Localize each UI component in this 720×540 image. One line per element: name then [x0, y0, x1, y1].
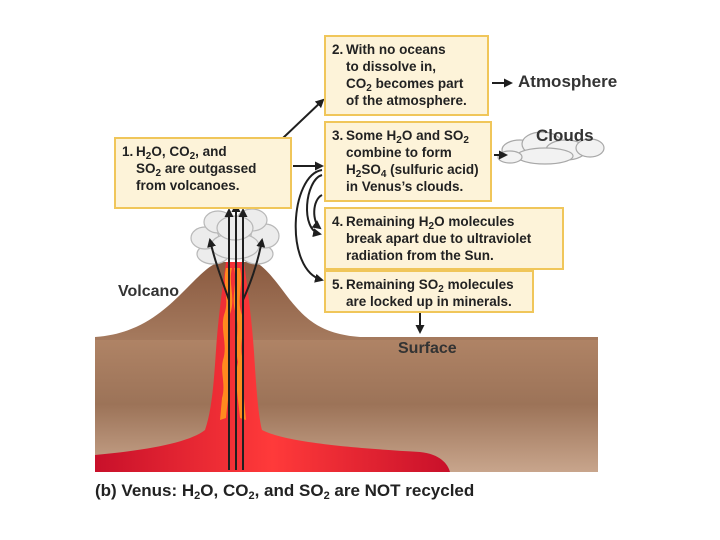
step-2-line-1: 2.With no oceans: [332, 42, 446, 57]
atmosphere-label: Atmosphere: [518, 72, 618, 91]
figure-caption: (b) Venus: H2O, CO2, and SO2 are NOT rec…: [95, 481, 475, 502]
step-1-box: 1.H2O, CO2, and SO2 are outgassed from v…: [114, 137, 292, 209]
step-3-box: 3.Some H2O and SO2 combine to form H2SO4…: [324, 121, 492, 202]
step-4-line-1: 4.Remaining H2O molecules: [332, 214, 515, 232]
volcano-label: Volcano: [118, 283, 180, 300]
step-5-line-1: 5.Remaining SO2 molecules: [332, 277, 514, 295]
loop-to-box5: [294, 169, 324, 283]
arrow-left-branch: [207, 238, 230, 301]
step-4-line-2: break apart due to ultraviolet: [346, 231, 532, 246]
step-1-line-1: 1.H2O, CO2, and: [122, 144, 227, 162]
step-2-box: 2.With no oceans to dissolve in, CO2 bec…: [324, 35, 489, 116]
step-3-line-3: H2SO4 (sulfuric acid): [346, 162, 479, 180]
step-5-box: 5.Remaining SO2 molecules are locked up …: [324, 270, 534, 313]
arrow-right-branch: [242, 238, 266, 301]
loop-inner: [311, 194, 323, 230]
step-5-line-2: are locked up in minerals.: [346, 294, 512, 309]
clouds-graphic: [497, 131, 605, 165]
clouds-label: Clouds: [536, 126, 594, 145]
step-3-line-4: in Venus’s clouds.: [346, 179, 464, 194]
arrow-to-box2: [282, 98, 325, 139]
step-3-line-1: 3.Some H2O and SO2: [332, 128, 469, 146]
loop-to-box4: [306, 174, 323, 238]
step-1-line-3: from volcanoes.: [136, 178, 240, 193]
step-2-line-3: CO2 becomes part: [346, 76, 464, 94]
step-2-line-4: of the atmosphere.: [346, 93, 467, 108]
surface-label: Surface: [398, 340, 457, 357]
step-2-line-2: to dissolve in,: [346, 59, 437, 74]
step-1-line-2: SO2 are outgassed: [136, 161, 257, 179]
step-3-line-2: combine to form: [346, 145, 452, 160]
step-4-line-3: radiation from the Sun.: [346, 248, 494, 263]
step-4-box: 4.Remaining H2O molecules break apart du…: [324, 207, 564, 270]
